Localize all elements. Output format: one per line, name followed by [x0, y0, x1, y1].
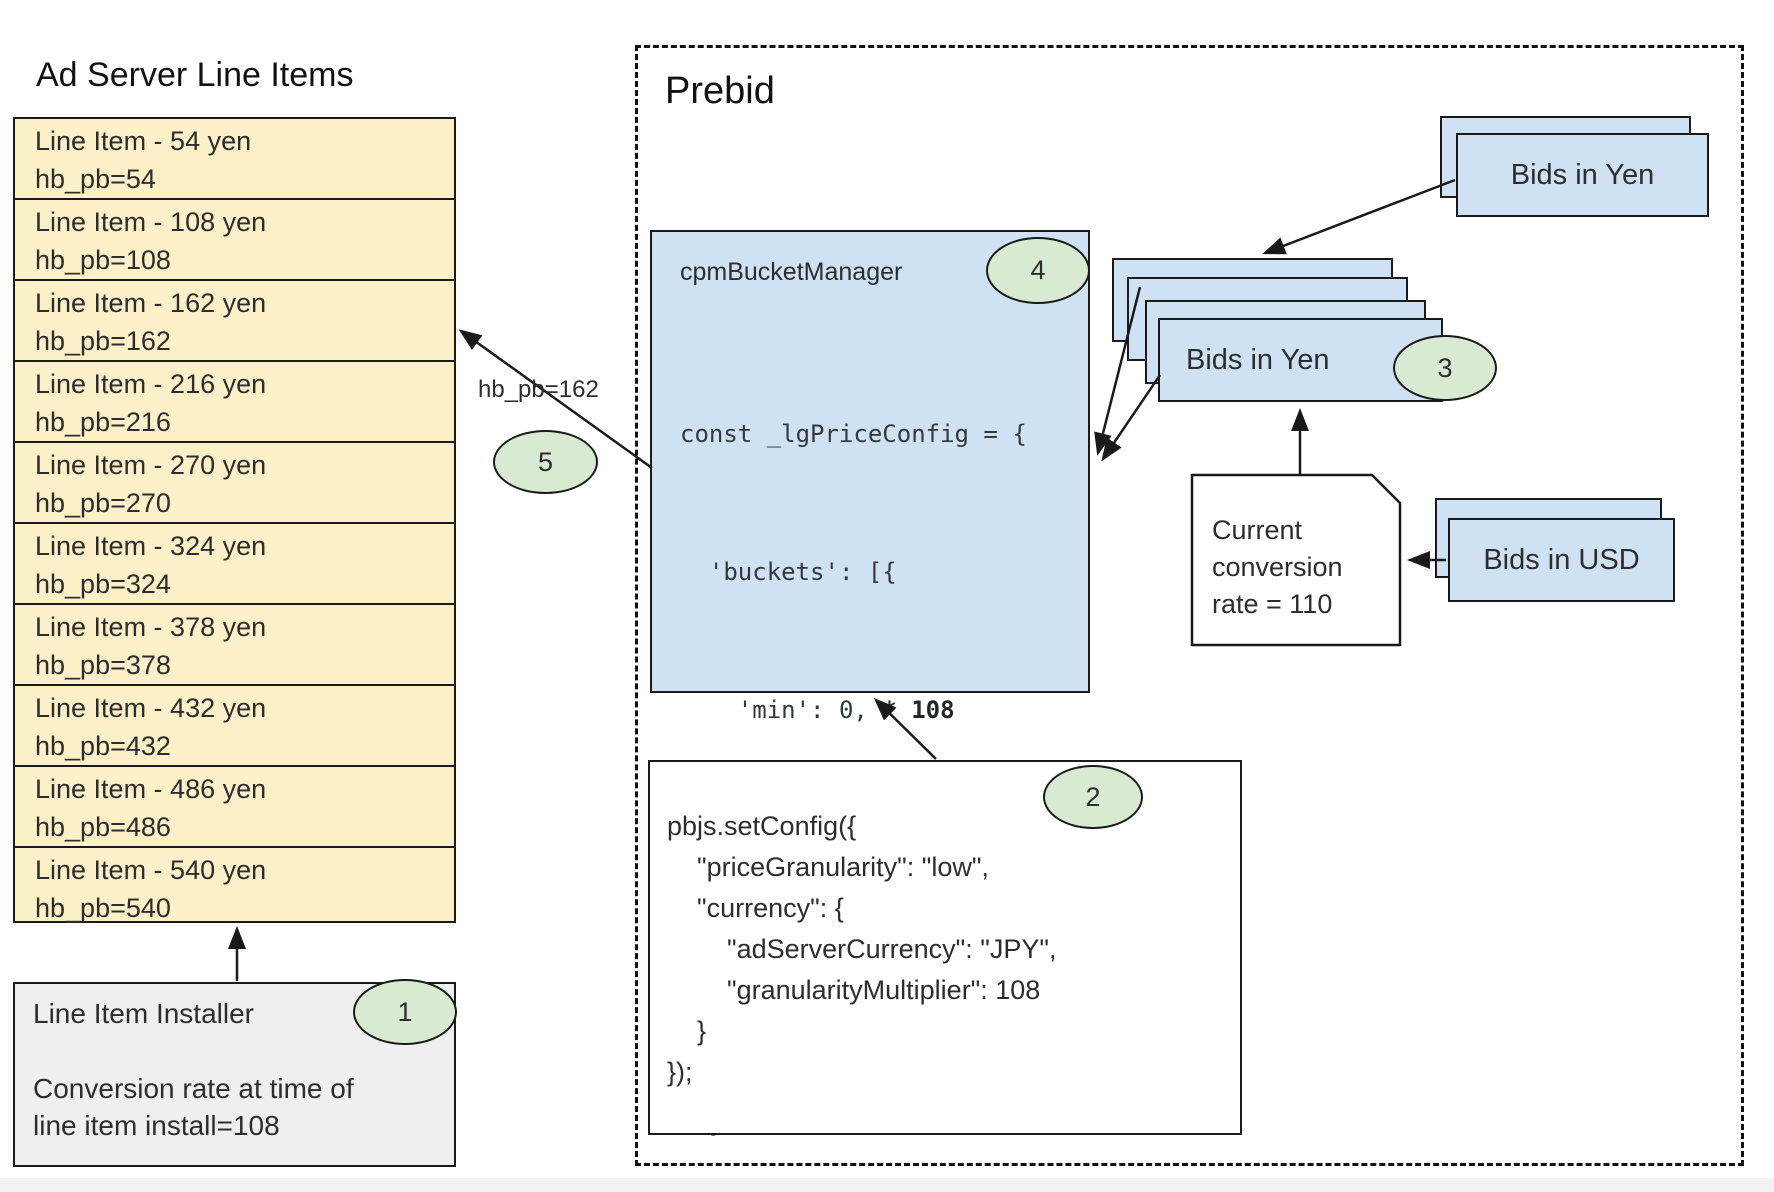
conversion-rate-note: Current conversion rate = 110: [1212, 515, 1343, 619]
code-line: 'buckets': [{: [680, 558, 897, 586]
line-item-hb-pb: hb_pb=162: [35, 326, 171, 356]
installer-conversion-note: Conversion rate at time of line item ins…: [33, 1073, 354, 1141]
step-badge-1: 1: [353, 979, 457, 1045]
cpm-bucket-manager-title: cpmBucketManager: [680, 258, 903, 286]
code-line: 'min': 0, * 108: [680, 696, 955, 724]
bids-in-usd-label: Bids in USD: [1483, 543, 1640, 576]
config-code-line: });: [667, 1057, 693, 1087]
config-code-line: pbjs.setConfig({: [667, 811, 857, 841]
bids-in-usd-card: Bids in USD: [1448, 518, 1675, 602]
line-item-row: Line Item - 486 yen hb_pb=486: [15, 767, 454, 848]
line-item-label: Line Item - 162 yen: [35, 288, 267, 318]
page-bottom-strip: [0, 1178, 1774, 1192]
step-badge-4: 4: [986, 237, 1090, 304]
line-item-hb-pb: hb_pb=378: [35, 650, 171, 680]
line-item-row: Line Item - 378 yen hb_pb=378: [15, 605, 454, 686]
line-item-label: Line Item - 324 yen: [35, 531, 267, 561]
config-code-line: "priceGranularity": "low",: [667, 852, 989, 882]
line-item-label: Line Item - 486 yen: [35, 774, 267, 804]
config-code-line: }: [667, 1016, 707, 1046]
line-items-table: Line Item - 54 yen hb_pb=54 Line Item - …: [13, 117, 456, 923]
line-item-row: Line Item - 108 yen hb_pb=108: [15, 200, 454, 281]
line-item-hb-pb: hb_pb=108: [35, 245, 171, 275]
line-item-row: Line Item - 54 yen hb_pb=54: [15, 119, 454, 200]
bids-in-yen-incoming-label: Bids in Yen: [1510, 158, 1655, 191]
line-item-hb-pb: hb_pb=540: [35, 893, 171, 923]
line-item-hb-pb: hb_pb=270: [35, 488, 171, 518]
prebid-title: Prebid: [665, 70, 775, 112]
line-item-row: Line Item - 162 yen hb_pb=162: [15, 281, 454, 362]
code-line: const _lgPriceConfig = {: [680, 420, 1027, 448]
line-item-row: Line Item - 216 yen hb_pb=216: [15, 362, 454, 443]
installer-title: Line Item Installer: [33, 998, 254, 1029]
line-item-hb-pb: hb_pb=54: [35, 164, 156, 194]
hb-pb-arrow-label: hb_pb=162: [478, 376, 599, 403]
line-item-hb-pb: hb_pb=432: [35, 731, 171, 761]
line-item-label: Line Item - 378 yen: [35, 612, 267, 642]
bids-in-yen-incoming-card: Bids in Yen: [1456, 133, 1709, 217]
bids-in-yen-stack-label: Bids in Yen: [1186, 343, 1330, 376]
ad-server-title: Ad Server Line Items: [36, 56, 354, 94]
line-item-label: Line Item - 216 yen: [35, 369, 267, 399]
step-badge-3: 3: [1393, 335, 1497, 401]
line-item-label: Line Item - 432 yen: [35, 693, 267, 723]
config-code-line: "currency": {: [667, 893, 844, 923]
prebid-dashed-frame: [635, 45, 1744, 1166]
config-code-line: "adServerCurrency": "JPY",: [667, 934, 1057, 964]
line-item-label: Line Item - 540 yen: [35, 855, 267, 885]
pbjs-set-config-box: pbjs.setConfig({ "priceGranularity": "lo…: [648, 760, 1242, 1135]
line-item-hb-pb: hb_pb=324: [35, 569, 171, 599]
line-item-row: Line Item - 270 yen hb_pb=270: [15, 443, 454, 524]
line-item-row: Line Item - 432 yen hb_pb=432: [15, 686, 454, 767]
step-badge-5: 5: [493, 430, 598, 494]
step-badge-2: 2: [1043, 765, 1143, 829]
line-item-hb-pb: hb_pb=216: [35, 407, 171, 437]
line-item-label: Line Item - 108 yen: [35, 207, 267, 237]
line-item-row: Line Item - 324 yen hb_pb=324: [15, 524, 454, 605]
line-item-row: Line Item - 540 yen hb_pb=540: [15, 848, 454, 927]
config-code-line: "granularityMultiplier": 108: [667, 975, 1041, 1005]
line-item-label: Line Item - 54 yen: [35, 126, 252, 156]
line-item-label: Line Item - 270 yen: [35, 450, 267, 480]
line-item-hb-pb: hb_pb=486: [35, 812, 171, 842]
